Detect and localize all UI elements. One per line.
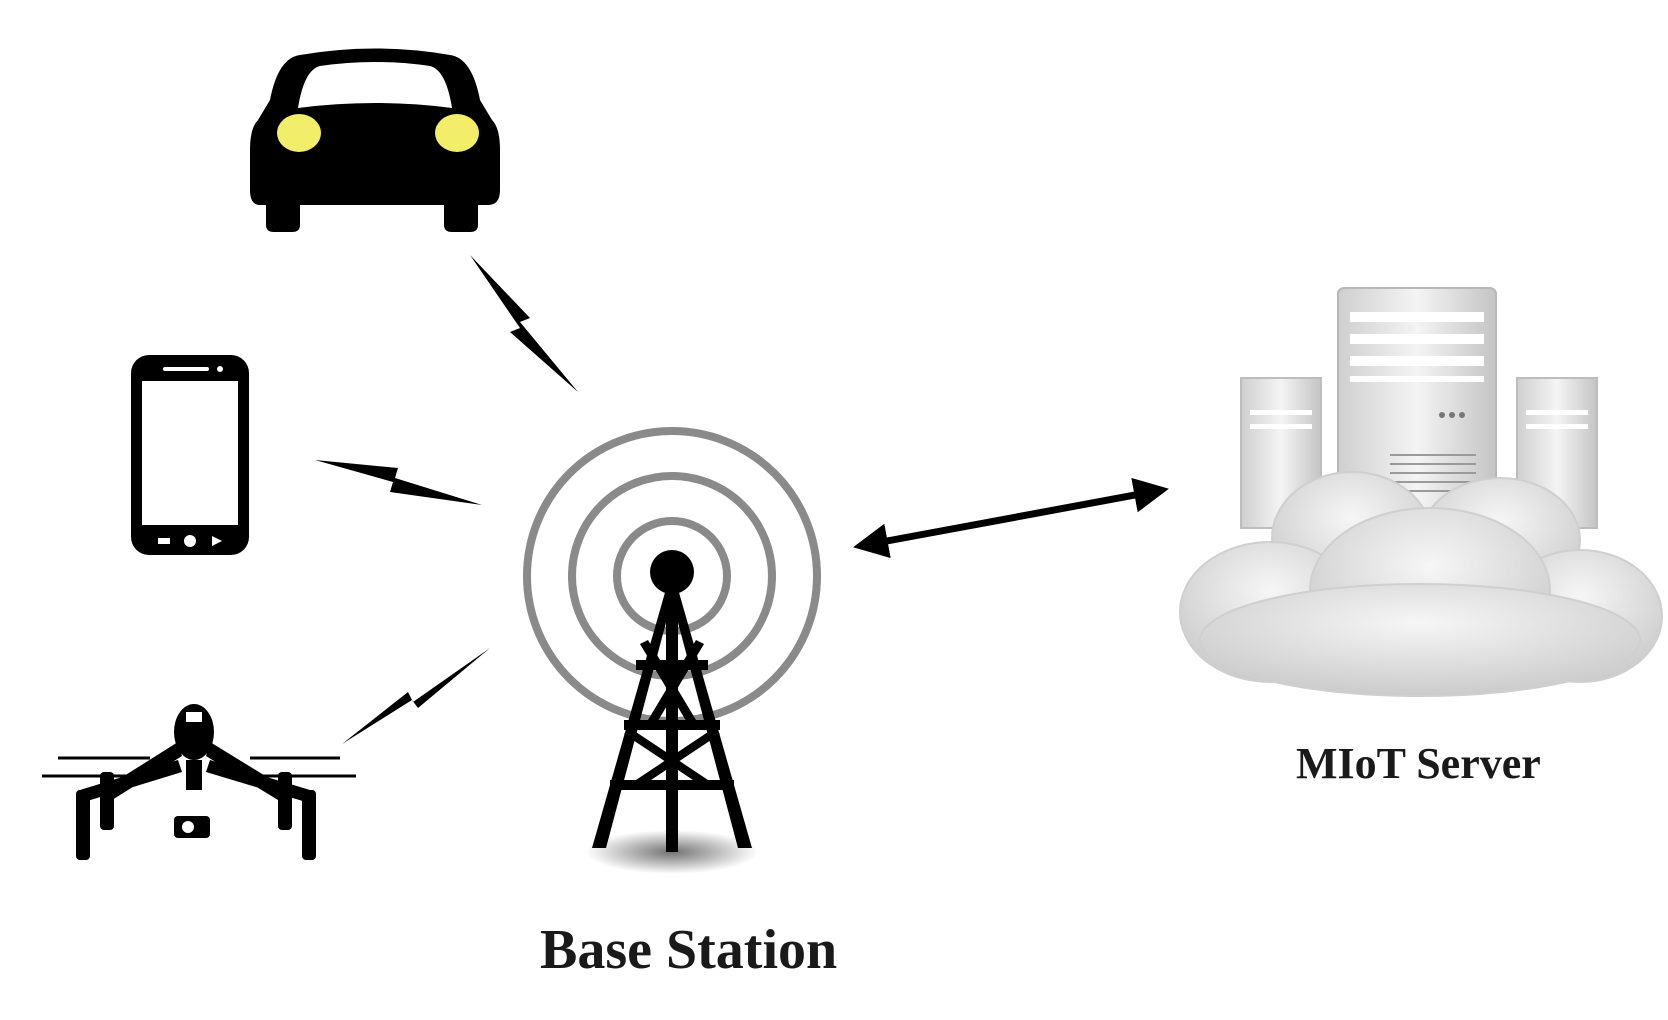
car-icon (250, 48, 500, 232)
cell-tower-icon (523, 427, 821, 874)
wireless-link-car (470, 255, 578, 392)
wireless-link-smartphone (315, 460, 482, 505)
bidirectional-arrow (853, 477, 1169, 559)
base-station-label: Base Station (540, 919, 838, 981)
wireless-link-drone (342, 648, 490, 744)
drone-icon (42, 704, 356, 860)
smartphone-icon (131, 355, 249, 555)
miot-server-label: MIoT Server (1296, 739, 1541, 788)
cloud-server-icon (1179, 287, 1663, 697)
